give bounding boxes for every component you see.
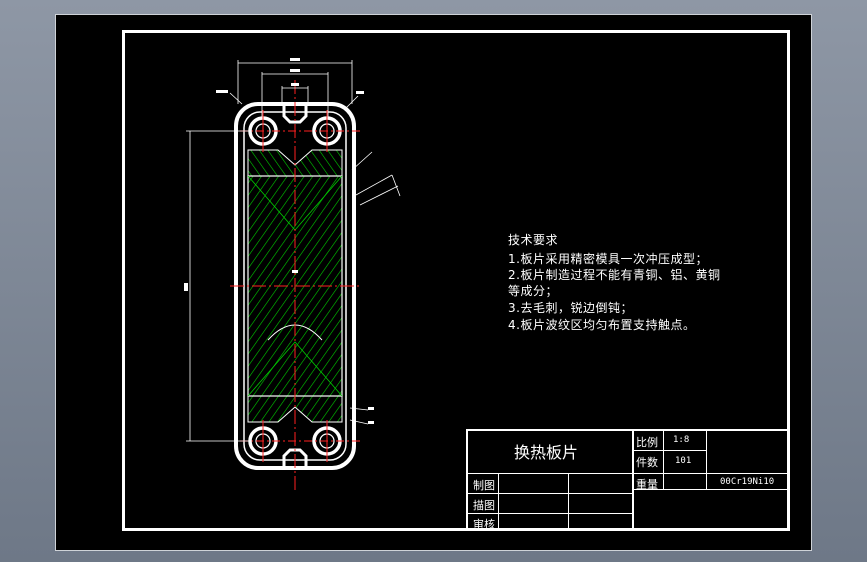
drawing-frame <box>122 30 790 531</box>
note-item-4: 3.去毛刺，锐边倒钝； <box>508 301 633 315</box>
dim-text-notch <box>291 83 299 86</box>
quantity-value: 101 <box>675 456 692 466</box>
leader-label-br1 <box>368 407 374 410</box>
material: 00Cr19Ni10 <box>720 477 775 487</box>
dim-text-center <box>292 270 298 273</box>
dimension-lines <box>186 60 401 442</box>
dim-text-height <box>184 283 188 291</box>
scale-label: 比例 <box>636 436 658 449</box>
title-block: 换热板片 比例 1:8 件数 101 重量 00Cr19Ni10 制图 描图 审… <box>466 429 790 531</box>
bottom-distribution-zone <box>247 395 343 423</box>
note-item-5: 4.板片波纹区均匀布置支持触点。 <box>508 318 696 332</box>
drawn-label: 制图 <box>473 479 495 492</box>
drawing-sheet <box>55 14 812 551</box>
part-name: 换热板片 <box>514 443 579 462</box>
note-item-1: 1.板片采用精密模具一次冲压成型； <box>508 252 708 266</box>
leader-label-tl <box>216 90 228 93</box>
traced-label: 描图 <box>473 499 495 512</box>
quantity-label: 件数 <box>636 456 658 469</box>
notes-heading: 技术要求 <box>508 233 559 247</box>
dim-text-port-spacing <box>290 69 300 72</box>
top-notch <box>282 104 308 124</box>
weight-label: 重量 <box>636 478 658 491</box>
dim-text-top-width <box>290 58 300 61</box>
note-item-2: 2.板片制造过程不能有青铜、铝、黄铜 <box>508 268 721 282</box>
scale-value: 1:8 <box>673 435 690 445</box>
leader-label-tr <box>356 91 364 94</box>
note-item-3: 等成分； <box>508 284 559 298</box>
leader-label-br2 <box>368 421 374 424</box>
checked-label: 审核 <box>473 518 495 531</box>
